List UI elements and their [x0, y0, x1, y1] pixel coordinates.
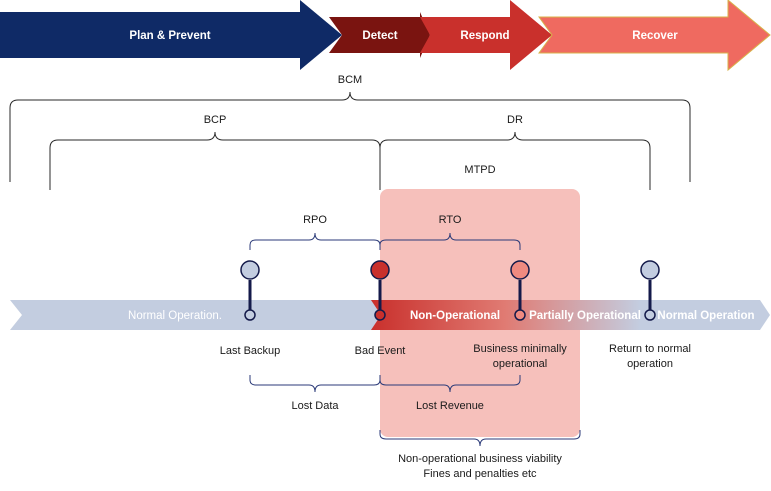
phase-label-plan-prevent: Plan & Prevent — [129, 30, 210, 42]
rpo-label: RPO — [303, 214, 327, 226]
timeline-label-normal-left: Normal Operation. — [128, 310, 222, 322]
dr-brace — [379, 131, 651, 190]
dr-label: DR — [507, 114, 523, 126]
timeline-band: Normal Operation. Non-Operational Partia… — [10, 300, 770, 330]
bcm-brace — [9, 91, 691, 182]
mtpd-label: MTPD — [464, 164, 495, 176]
event-business-minimally-line2: operational — [493, 358, 547, 370]
respond-arrow — [420, 0, 552, 70]
pin-return-to-normal — [640, 260, 660, 321]
timeline-label-normal-right: Normal Operation — [657, 310, 754, 322]
bcp-label: BCP — [204, 114, 227, 126]
impact-viability-line2: Fines and penalties etc — [423, 468, 537, 480]
bcp-brace — [49, 131, 381, 190]
timeline-label-non-operational: Non-Operational — [410, 310, 500, 322]
recover-arrow — [538, 0, 771, 72]
rto-brace — [379, 232, 521, 250]
bcm-label: BCM — [338, 74, 362, 86]
phase-arrows: Plan & Prevent Detect Respond Recover — [0, 0, 771, 72]
lost-data-brace — [249, 375, 381, 393]
impact-viability-line1: Non-operational business viability — [398, 453, 562, 465]
phase-label-recover: Recover — [632, 30, 678, 42]
event-bad-event: Bad Event — [355, 345, 406, 357]
mtpd-bottom-brace — [379, 430, 581, 447]
phase-label-respond: Respond — [460, 30, 509, 42]
event-return-line2: operation — [627, 358, 673, 370]
timeline-normal-left — [10, 300, 381, 330]
timeline-incident — [371, 300, 640, 330]
pin-bad-event — [370, 260, 390, 321]
phase-label-detect: Detect — [362, 30, 397, 42]
timeline-normal-right — [640, 300, 770, 330]
timeline-label-partially-operational: Partially Operational — [529, 310, 641, 322]
event-business-minimally-line1: Business minimally — [473, 343, 567, 355]
impact-lost-data: Lost Data — [291, 400, 339, 412]
lost-revenue-brace — [379, 375, 521, 393]
impact-lost-revenue: Lost Revenue — [416, 400, 484, 412]
pin-business-minimally-operational — [510, 260, 530, 321]
plan-prevent-arrow — [0, 0, 342, 70]
event-last-backup: Last Backup — [220, 345, 281, 357]
detect-arrow — [329, 12, 430, 58]
pin-last-backup — [240, 260, 260, 321]
rpo-brace — [249, 232, 381, 250]
rto-label: RTO — [439, 214, 462, 226]
event-return-line1: Return to normal — [609, 343, 691, 355]
